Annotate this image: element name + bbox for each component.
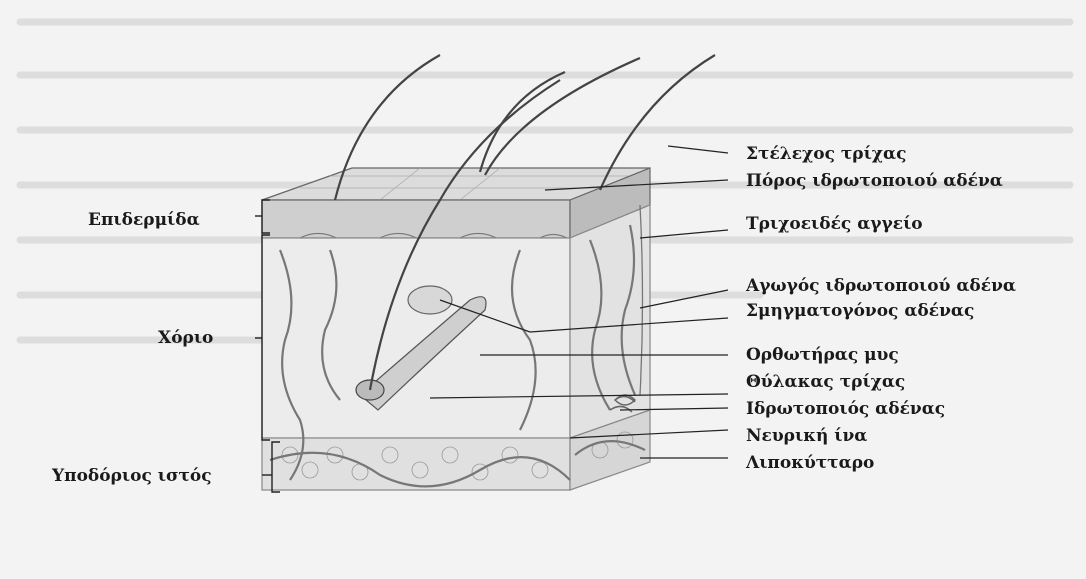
label-adipocyte: Λιποκύτταρο [746, 453, 874, 473]
label-sebaceous-gland: Σμηγματογόνος αδένας [746, 301, 974, 321]
epidermis-front [262, 200, 570, 238]
label-hypodermis: Υποδόριος ιστός [52, 466, 212, 486]
dermis-side [570, 205, 650, 438]
hypodermis-front [262, 438, 570, 490]
dermis-front [262, 238, 570, 438]
label-capillary: Τριχοειδές αγγείο [746, 214, 923, 234]
label-hair-follicle: Θύλακας τρίχας [746, 372, 905, 392]
skin-block [262, 168, 650, 490]
label-sweat-gland: Ιδρωτοποιός αδένας [746, 399, 945, 419]
label-nerve-fiber: Νευρική ίνα [746, 426, 867, 446]
label-dermis: Χόριο [158, 328, 213, 348]
label-sweat-duct: Αγωγός ιδρωτοποιού αδένα [746, 276, 1016, 296]
label-hair-shaft: Στέλεχος τρίχας [746, 144, 906, 164]
label-arrector-muscle: Ορθωτήρας μυς [746, 345, 899, 365]
sebaceous-gland-shape [408, 286, 452, 314]
label-sweat-pore: Πόρος ιδρωτοποιού αδένα [746, 171, 1003, 191]
label-epidermis: Επιδερμίδα [88, 210, 200, 230]
